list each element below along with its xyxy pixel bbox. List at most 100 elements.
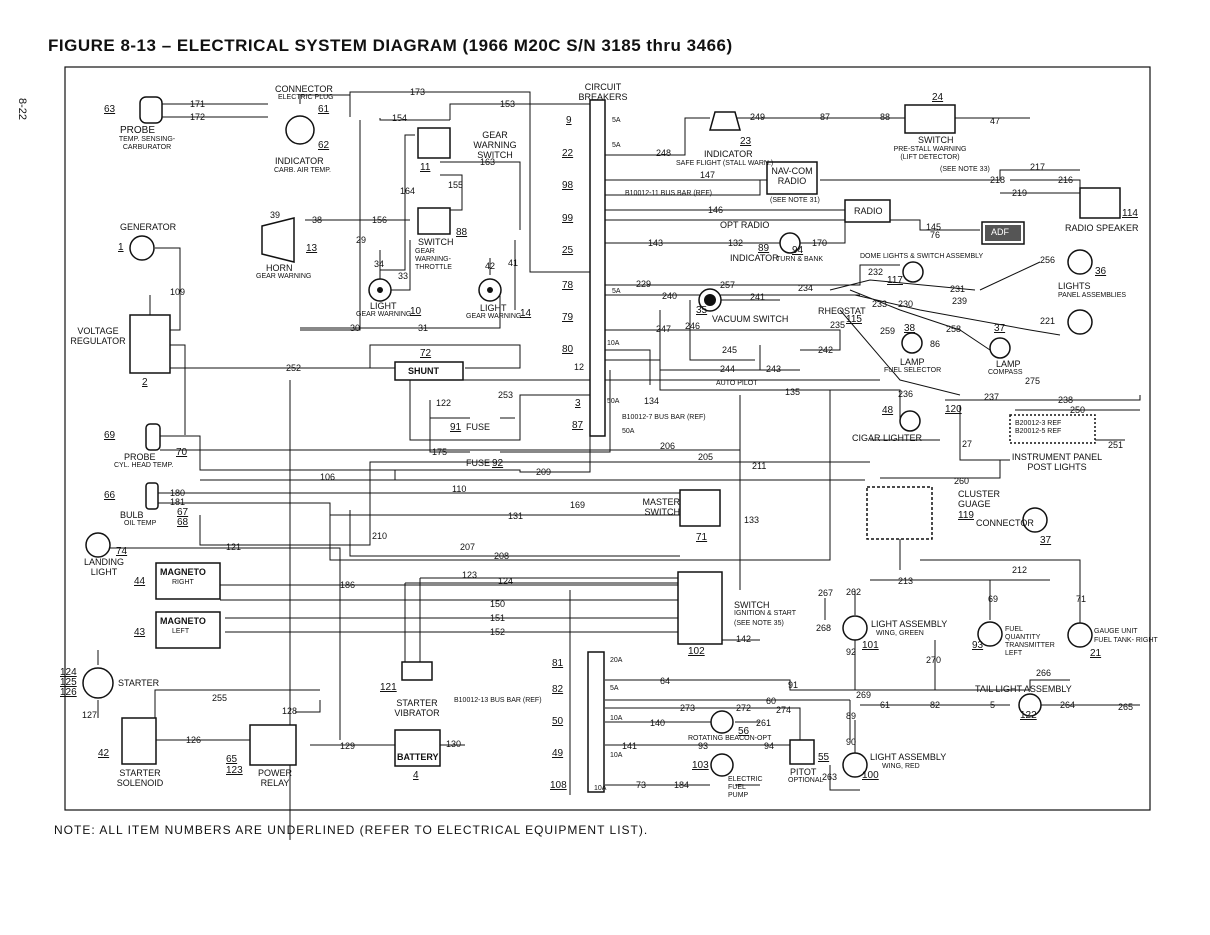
- breaker-rating: 50A: [607, 398, 620, 405]
- panel-lights-sub: PANEL ASSEMBLIES: [1058, 292, 1127, 299]
- wire: [160, 418, 591, 473]
- magneto-right-label: MAGNETO: [160, 567, 206, 577]
- cigar-lighter: [899, 410, 921, 432]
- pitot-box: [789, 739, 815, 765]
- wire: [605, 117, 710, 156]
- wire: [440, 161, 521, 230]
- magneto-left-box: [155, 611, 221, 649]
- wire-number: 38: [312, 215, 323, 225]
- tail-light: [1018, 693, 1042, 717]
- wire-number: 273: [680, 703, 696, 713]
- stall-switch-sub: PRE-STALL WARNING (LIFT DETECTOR): [893, 146, 967, 161]
- starter-num-3: 126: [60, 687, 77, 698]
- circuit-breaker-strip-lower: [587, 651, 605, 793]
- wire-number: 256: [1040, 255, 1056, 265]
- wire-number: 110: [452, 484, 467, 494]
- wire-number: 232: [868, 267, 884, 277]
- wire-number: 269: [856, 690, 872, 700]
- wire-number: 245: [722, 345, 738, 355]
- wire-number: 267: [818, 588, 834, 598]
- ignition-switch-box: [677, 571, 723, 645]
- probe-temp-sub: TEMP. SENSING- CARBURATOR: [118, 136, 176, 151]
- lamp-compass-label: LAMP: [996, 359, 1021, 369]
- wire-number: 91: [788, 680, 799, 690]
- wire-number: 150: [490, 599, 506, 609]
- wire: [155, 390, 831, 561]
- wire-number: 60: [766, 696, 777, 706]
- wire-number: 89: [846, 711, 857, 721]
- gauge-unit-label: GAUGE UNIT: [1094, 628, 1138, 635]
- power-relay-num2: 123: [226, 765, 243, 776]
- breaker-rating: 20A: [610, 657, 623, 664]
- indicator-carb-gauge: [285, 115, 315, 145]
- radio-speaker-box: [1079, 187, 1121, 219]
- wire-number: 246: [685, 321, 701, 331]
- wire: [829, 765, 860, 791]
- starter-num-1: 124: [60, 667, 77, 678]
- wire-number: 212: [1012, 565, 1028, 575]
- gear-light-2-sub: GEAR WARNING: [466, 313, 522, 320]
- wire-number: 73: [636, 780, 647, 790]
- breaker-rating: 10A: [607, 340, 620, 347]
- probe-temp-label: PROBE: [120, 125, 156, 136]
- wire-number: 261: [756, 718, 772, 728]
- wire: [380, 134, 415, 271]
- wire-number: 180: [170, 488, 186, 498]
- starter-num-2: 125: [60, 677, 77, 688]
- shunt-box: [394, 361, 464, 381]
- generator-num: 1: [118, 242, 124, 253]
- breaker-num-22: 22: [562, 148, 574, 159]
- master-switch-label: MASTER SWITCH: [642, 497, 680, 517]
- voltage-regulator-label: VOLTAGE REGULATOR: [70, 326, 126, 346]
- wire: [605, 264, 900, 286]
- breaker-num-82: 82: [552, 684, 564, 695]
- radio-speaker-num: 114: [1122, 208, 1138, 219]
- stall-indicator-num: 23: [740, 136, 752, 147]
- wire-number: 209: [536, 467, 552, 477]
- light-green-label: LIGHT ASSEMBLY: [871, 619, 948, 629]
- bulb-body: [145, 482, 159, 510]
- turn-bank-indicator: [779, 232, 801, 254]
- magneto-left-num: 43: [134, 627, 146, 638]
- wire: [945, 395, 1141, 401]
- wire-number: 184: [674, 780, 690, 790]
- wire: [605, 679, 860, 691]
- wire-number: 154: [392, 113, 408, 123]
- opt-radio-label: OPT RADIO: [720, 220, 770, 230]
- wire: [605, 329, 841, 351]
- wire-number: 140: [650, 718, 666, 728]
- gear-switch-label: GEAR WARNING SWITCH: [473, 130, 517, 160]
- probe-cyl-label: PROBE: [124, 452, 156, 462]
- turn-bank-sub: TURN & BANK: [776, 256, 824, 263]
- light-assembly-red: [842, 752, 868, 778]
- wire-number: 268: [816, 623, 832, 633]
- wire-number: 211: [752, 461, 767, 471]
- wire: [349, 510, 680, 557]
- probe-cyl-num: 69: [104, 430, 116, 441]
- bus-bar-label-1: B10012-11 BUS BAR (REF): [625, 190, 713, 197]
- wire-number: 82: [930, 700, 941, 710]
- generator-symbol: [129, 235, 155, 261]
- wire-number: 76: [930, 230, 941, 240]
- light-red-label: LIGHT ASSEMBLY: [870, 752, 947, 762]
- fuel-pump: [710, 753, 734, 777]
- wire-number: 205: [698, 452, 714, 462]
- probe-cyl-sub: CYL. HEAD TEMP.: [114, 462, 174, 469]
- wire-number: 240: [662, 291, 678, 301]
- horn-symbol: [261, 217, 295, 263]
- wire-number: 93: [698, 741, 709, 751]
- fuse2-label: FUSE: [466, 458, 491, 468]
- wire-number: 229: [636, 279, 652, 289]
- wire-number: 130: [446, 739, 462, 749]
- wire-number: 253: [498, 390, 514, 400]
- landing-light-label: LANDING LIGHT: [83, 557, 124, 577]
- wire-number: 265: [1118, 702, 1134, 712]
- diagram-border: [64, 66, 1151, 811]
- pitot-num: 55: [818, 752, 830, 763]
- fuel-pump-label: ELECTRIC FUEL PUMP: [728, 776, 763, 799]
- beacon-label: ROTATING BEACON-OPT: [688, 735, 772, 742]
- wire-number: 170: [812, 238, 828, 248]
- rheostat-label: RHEOSTAT: [818, 306, 866, 316]
- voltage-regulator-num: 2: [142, 377, 148, 388]
- vacuum-switch-label: VACUUM SWITCH: [712, 314, 789, 324]
